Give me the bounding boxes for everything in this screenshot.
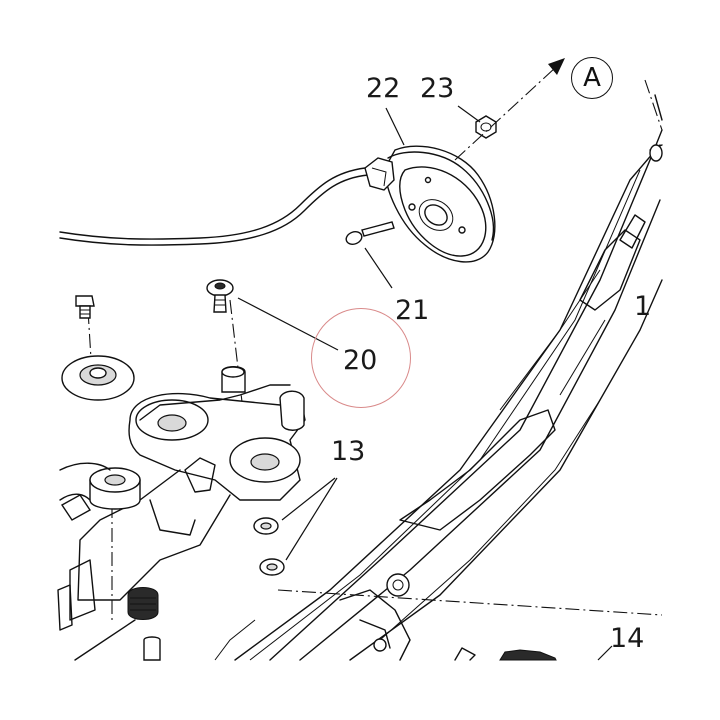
spring [74,587,161,661]
callout-23: 23 [420,73,455,104]
screw-21 [345,221,395,289]
sensor-disc-22 [59,107,496,263]
callout-21: 21 [395,295,430,326]
bolt-20 [206,279,339,351]
washer-disc [61,355,135,401]
washers-13 [253,477,338,576]
callout-14: 14 [610,623,645,654]
callout-1: 1 [634,291,652,322]
callout-13: 13 [331,436,366,467]
highlight-ring [311,308,411,408]
nut-23 [457,105,497,139]
callout-22: 22 [366,73,401,104]
view-reference-label: A [583,63,601,93]
view-reference-marker: A [571,57,613,99]
small-bolt [75,295,95,319]
fork-bracket [57,366,306,631]
part-14-assembly [454,645,613,661]
frame-detail [214,269,606,661]
